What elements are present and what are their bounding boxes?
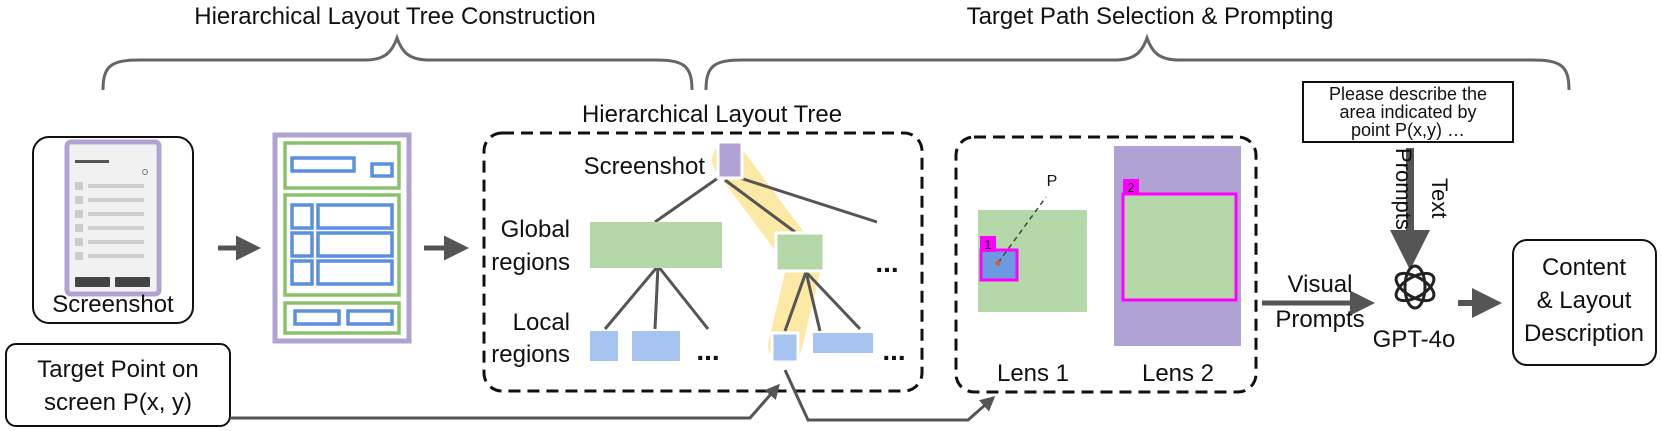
prompt-line1: Please describe the	[1329, 84, 1487, 104]
header-path-selection: Target Path Selection & Prompting	[967, 3, 1334, 30]
target-point-box: Target Point on screen P(x, y)	[5, 343, 231, 427]
output-line3: Description	[1524, 320, 1644, 347]
global-region-node-1	[590, 222, 722, 268]
visual-prompts-line1: Visual	[1288, 271, 1353, 298]
tree-title: Hierarchical Layout Tree	[582, 101, 842, 128]
arrow-target-to-tree	[230, 383, 780, 420]
gpt-4o-model: GPT-4o	[1373, 264, 1456, 353]
target-point-dot	[995, 260, 1001, 266]
lens1-badge	[980, 236, 996, 252]
lens2-badge-text: 2	[1127, 180, 1134, 195]
global-ellipsis: ...	[875, 247, 898, 278]
brace-left	[101, 33, 694, 91]
text-prompts-word1: Text	[1427, 178, 1452, 218]
local-region-node-2	[632, 331, 680, 361]
prompt-line2: area indicated by	[1339, 102, 1476, 122]
screenshot-panel: Screenshot	[32, 136, 194, 324]
global-label-1: Global	[501, 216, 570, 243]
arrow-path-to-lens	[783, 369, 996, 422]
local-ellipsis-1: ...	[696, 335, 719, 366]
local-ellipsis-2: ...	[882, 335, 905, 366]
local-region-node-1	[590, 331, 618, 361]
global-region-node-2	[774, 231, 826, 273]
output-line1: Content	[1542, 254, 1626, 281]
openai-logo-icon	[1394, 264, 1436, 310]
tree-root-label: Screenshot	[584, 153, 706, 180]
visual-prompts-line2: Prompts	[1275, 306, 1364, 333]
local-region-node-selected	[770, 331, 800, 364]
header-tree-construction: Hierarchical Layout Tree Construction	[194, 3, 596, 30]
lens-panel: 1 P Lens 1 2 Lens 2	[954, 135, 1258, 394]
local-label-1: Local	[513, 309, 570, 336]
screenshot-label: Screenshot	[52, 291, 174, 318]
target-point-line1: Target Point on	[37, 356, 198, 383]
local-region-node-4	[813, 333, 873, 353]
point-label: P	[1047, 173, 1058, 190]
target-point-line2: screen P(x, y)	[44, 389, 192, 416]
model-label: GPT-4o	[1373, 326, 1456, 353]
local-label-2: regions	[491, 341, 570, 368]
tree-root-node	[716, 140, 744, 180]
global-label-2: regions	[491, 249, 570, 276]
output-line2: & Layout	[1537, 287, 1632, 314]
point-pointer-line	[997, 196, 1047, 264]
layout-tree-panel: Hierarchical Layout Tree Screenshot Glob…	[482, 101, 924, 393]
lens2-marked-box	[1121, 192, 1238, 302]
text-prompt-box: Please describe the area indicated by po…	[1302, 81, 1514, 143]
prompt-line3: point P(x,y) …	[1351, 120, 1465, 140]
brace-right	[704, 33, 1571, 91]
lens2-badge	[1123, 179, 1139, 195]
lens2-label: Lens 2	[1142, 360, 1214, 387]
lens1-badge-text: 1	[984, 237, 991, 252]
lens1-label: Lens 1	[997, 360, 1069, 387]
output-box: Content & Layout Description	[1512, 239, 1657, 366]
layout-wireframe	[272, 132, 412, 344]
text-prompts-word2: Prompts	[1391, 148, 1416, 230]
